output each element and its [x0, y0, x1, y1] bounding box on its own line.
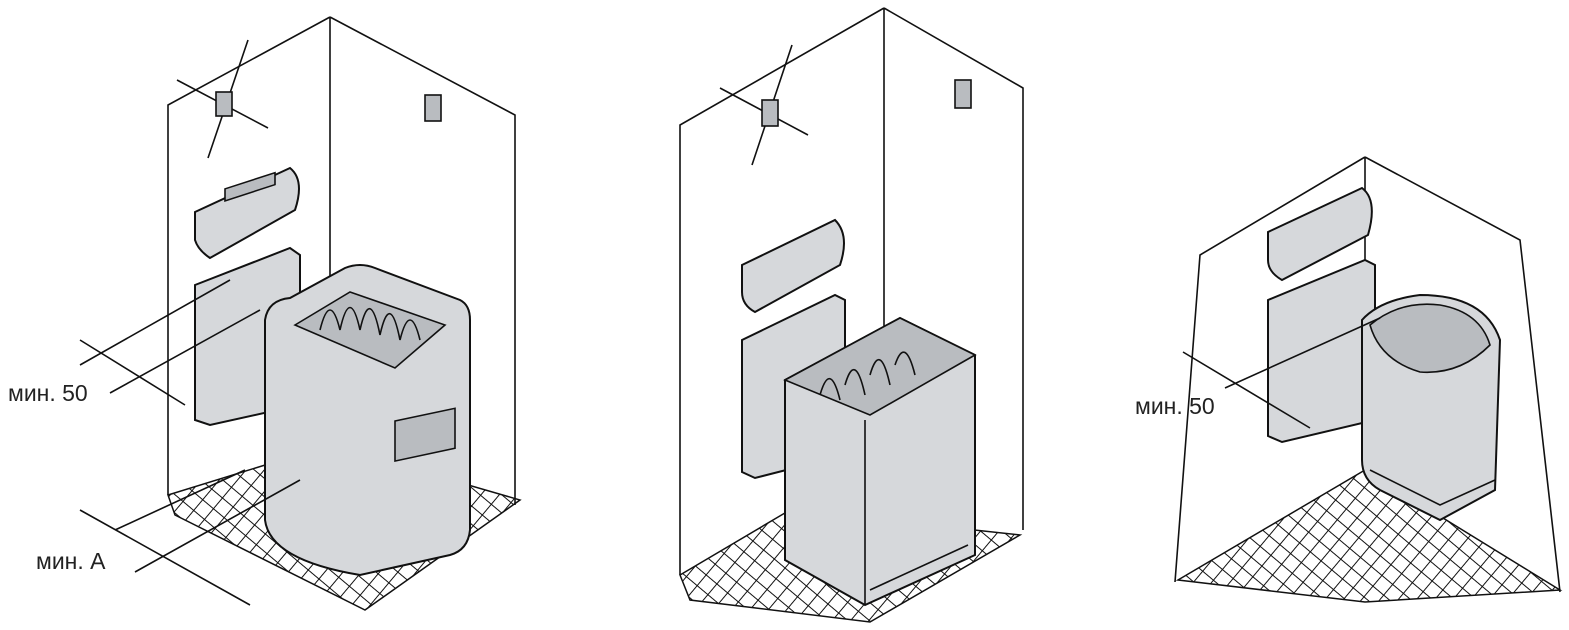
sensor-box [761, 99, 779, 127]
heater [783, 316, 977, 607]
side-clearance-label: мин. 50 [8, 380, 88, 406]
floor-safety-area [1175, 469, 1563, 603]
dimension-leader-lines [79, 279, 301, 606]
sensor-box [424, 94, 442, 122]
heater [1361, 293, 1502, 522]
scene-3-corner-installation [1174, 156, 1563, 603]
sensor-box [215, 91, 233, 117]
front-clearance-label: мин. A [36, 548, 106, 574]
scene-1-wall-installation [79, 16, 522, 611]
heater [264, 264, 471, 577]
side-clearance-label: мин. 50 [1135, 393, 1215, 419]
sensor-box [954, 79, 972, 109]
dimension-leader-lines [1182, 317, 1381, 429]
control-unit [1267, 186, 1376, 444]
scene-2-wall-installation [679, 7, 1024, 623]
